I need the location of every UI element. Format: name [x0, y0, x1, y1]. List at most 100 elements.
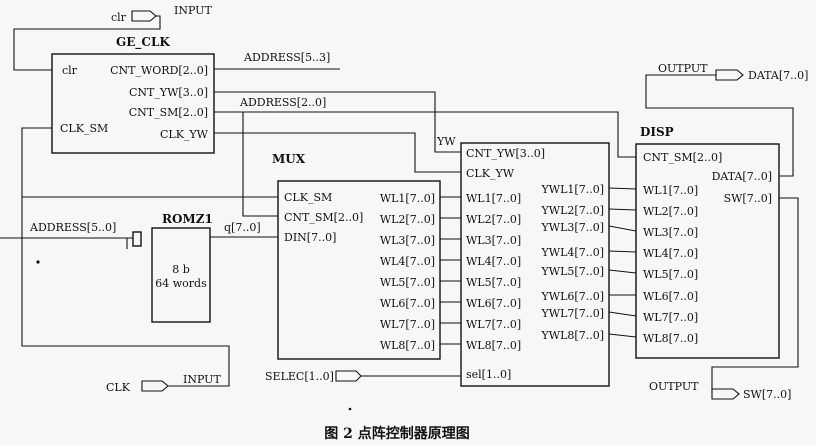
- cnt-yw-wire: [214, 91, 461, 153]
- disp-wl-pin: WL5[7..0]: [643, 268, 698, 281]
- q-net-label: q[7..0]: [224, 221, 261, 234]
- data-wire: [645, 74, 794, 177]
- address-20-net-label: ADDRESS[2..0]: [239, 96, 326, 109]
- caption-dot: [348, 407, 352, 411]
- yw-block: [460, 142, 610, 387]
- yw-ywl-pin: YWL8[7..0]: [541, 329, 604, 342]
- address-50-net-label: ADDRESS[5..0]: [29, 221, 116, 234]
- data-output-port: [715, 69, 744, 81]
- mux-wl-pin: WL7[7..0]: [380, 318, 435, 331]
- disp-block: [635, 143, 780, 359]
- data-port-type: OUTPUT: [658, 62, 708, 75]
- mux-wl-pin: WL4[7..0]: [380, 255, 435, 268]
- clk-yw-wire: [214, 132, 461, 173]
- yw-wl-pin: WL4[7..0]: [466, 255, 521, 268]
- mux-clk-sm-pin: CLK_SM: [284, 191, 332, 204]
- sw-output-port: [711, 388, 740, 400]
- disp-wl-pin: WL6[7..0]: [643, 290, 698, 303]
- data-port-label: DATA[7..0]: [748, 69, 808, 82]
- mux-wl-pin: WL6[7..0]: [380, 297, 435, 310]
- clk-sm-trunk-wire: [21, 127, 230, 387]
- mux-wl-pin: WL1[7..0]: [380, 192, 435, 205]
- yw-to-disp-wire: [608, 333, 637, 338]
- selec-input-port: [335, 370, 362, 382]
- disp-wl-pin: WL2[7..0]: [643, 205, 698, 218]
- disp-wl-pin: WL1[7..0]: [643, 184, 698, 197]
- yw-ywl-pin: YWL5[7..0]: [541, 265, 604, 278]
- yw-to-disp-wire: [608, 225, 637, 232]
- sw-port-type: OUTPUT: [649, 380, 699, 393]
- clk-port-label: CLK: [106, 381, 131, 394]
- romz-depth-label: 64 words: [155, 277, 207, 290]
- clr-wire: [13, 15, 161, 71]
- yw-to-disp-wire: [608, 311, 637, 317]
- clr-input-port: [131, 10, 157, 22]
- mux-wl-pin: WL8[7..0]: [380, 339, 435, 352]
- clr-port-label: clr: [111, 11, 127, 24]
- romz-block: [151, 227, 211, 323]
- mux-wl-pin: WL3[7..0]: [380, 234, 435, 247]
- yw-ywl-pin: YWL3[7..0]: [541, 221, 604, 234]
- mux-wl-pin: WL2[7..0]: [380, 213, 435, 226]
- ge-clk-title: GE_CLK: [116, 35, 170, 50]
- yw-to-disp-wire: [608, 269, 637, 274]
- sw-wire: [711, 197, 799, 393]
- yw-to-disp-wire: [608, 187, 637, 190]
- figure-caption: 图 2 点阵控制器原理图: [324, 425, 470, 442]
- romz-address-pin: [132, 231, 142, 247]
- mux-din-pin: DIN[7..0]: [284, 231, 336, 244]
- yw-ywl-pin: YWL4[7..0]: [541, 246, 604, 259]
- selec-port-label: SELEC[1..0]: [265, 370, 334, 383]
- yw-input-pins: WL1[7..0]WL2[7..0]WL3[7..0]WL4[7..0]WL5[…: [466, 192, 521, 352]
- yw-wl-pin: WL3[7..0]: [466, 234, 521, 247]
- yw-ywl-pin: YWL6[7..0]: [541, 290, 604, 303]
- clk-input-port: [141, 380, 169, 392]
- yw-wl-pin: WL8[7..0]: [466, 339, 521, 352]
- yw-clk-pin: CLK_YW: [466, 167, 515, 180]
- yw-cnt-pin: CNT_YW[3..0]: [466, 147, 545, 160]
- romz-width-label: 8 b: [172, 263, 190, 276]
- clr-port-type: INPUT: [174, 4, 212, 17]
- ge-clk-cnt-yw-pin: CNT_YW[3..0]: [129, 86, 208, 99]
- yw-wl-pin: WL1[7..0]: [466, 192, 521, 205]
- mux-block: [277, 180, 441, 360]
- disp-wl-pin: WL4[7..0]: [643, 247, 698, 260]
- sw-port-label: SW[7..0]: [743, 388, 791, 401]
- romz-title: ROMZ1: [162, 212, 213, 226]
- yw-net-label: YW: [436, 135, 456, 148]
- disp-title: DISP: [640, 125, 674, 139]
- ge-clk-clk-sm-pin: CLK_SM: [60, 122, 108, 135]
- disp-cnt-sm-pin: CNT_SM[2..0]: [643, 151, 722, 164]
- yw-wl-pin: WL7[7..0]: [466, 318, 521, 331]
- disp-sw-pin: SW[7..0]: [724, 192, 772, 205]
- cnt-sm-wire: [214, 111, 636, 158]
- mux-output-pins: WL1[7..0] WL2[7..0] WL3[7..0] WL4[7..0] WL5[…: [380, 192, 461, 352]
- disp-wl-pin: WL8[7..0]: [643, 332, 698, 345]
- ge-clk-clk-yw-pin: CLK_YW: [160, 128, 209, 141]
- yw-output-pins: YWL1[7..0] YWL2[7..0] YWL3[7..0] YWL4[7..0]…: [541, 183, 637, 342]
- yw-wl-pin: WL2[7..0]: [466, 213, 521, 226]
- disp-input-pins: WL1[7..0] WL2[7..0] WL3[7..0] WL4[7..0] WL5[…: [643, 184, 698, 345]
- ge-clk-clr-pin: clr: [62, 64, 78, 77]
- ge-clk-block: [51, 53, 215, 154]
- disp-wl-pin: WL3[7..0]: [643, 226, 698, 239]
- ge-clk-cnt-word-pin: CNT_WORD[2..0]: [110, 64, 208, 77]
- yw-wl-pin: WL6[7..0]: [466, 297, 521, 310]
- clk-port-type: INPUT: [183, 373, 221, 386]
- yw-to-disp-wire: [608, 250, 637, 253]
- yw-ywl-pin: YWL2[7..0]: [541, 204, 604, 217]
- yw-ywl-pin: YWL1[7..0]: [541, 183, 604, 196]
- disp-data-pin: DATA[7..0]: [712, 170, 772, 183]
- ge-clk-cnt-sm-pin: CNT_SM[2..0]: [129, 106, 208, 119]
- mux-title: MUX: [272, 152, 306, 166]
- cnt-sm-mux-wire: [242, 112, 278, 217]
- disp-wl-pin: WL7[7..0]: [643, 311, 698, 324]
- mux-wl-pin: WL5[7..0]: [380, 276, 435, 289]
- mux-cnt-sm-pin: CNT_SM[2..0]: [284, 211, 363, 224]
- junction-dot: [36, 260, 40, 264]
- yw-ywl-pin: YWL7[7..0]: [541, 307, 604, 320]
- yw-sel-pin: sel[1..0]: [466, 368, 511, 381]
- yw-to-disp-wire: [608, 208, 637, 211]
- address-53-net-label: ADDRESS[5..3]: [243, 51, 330, 64]
